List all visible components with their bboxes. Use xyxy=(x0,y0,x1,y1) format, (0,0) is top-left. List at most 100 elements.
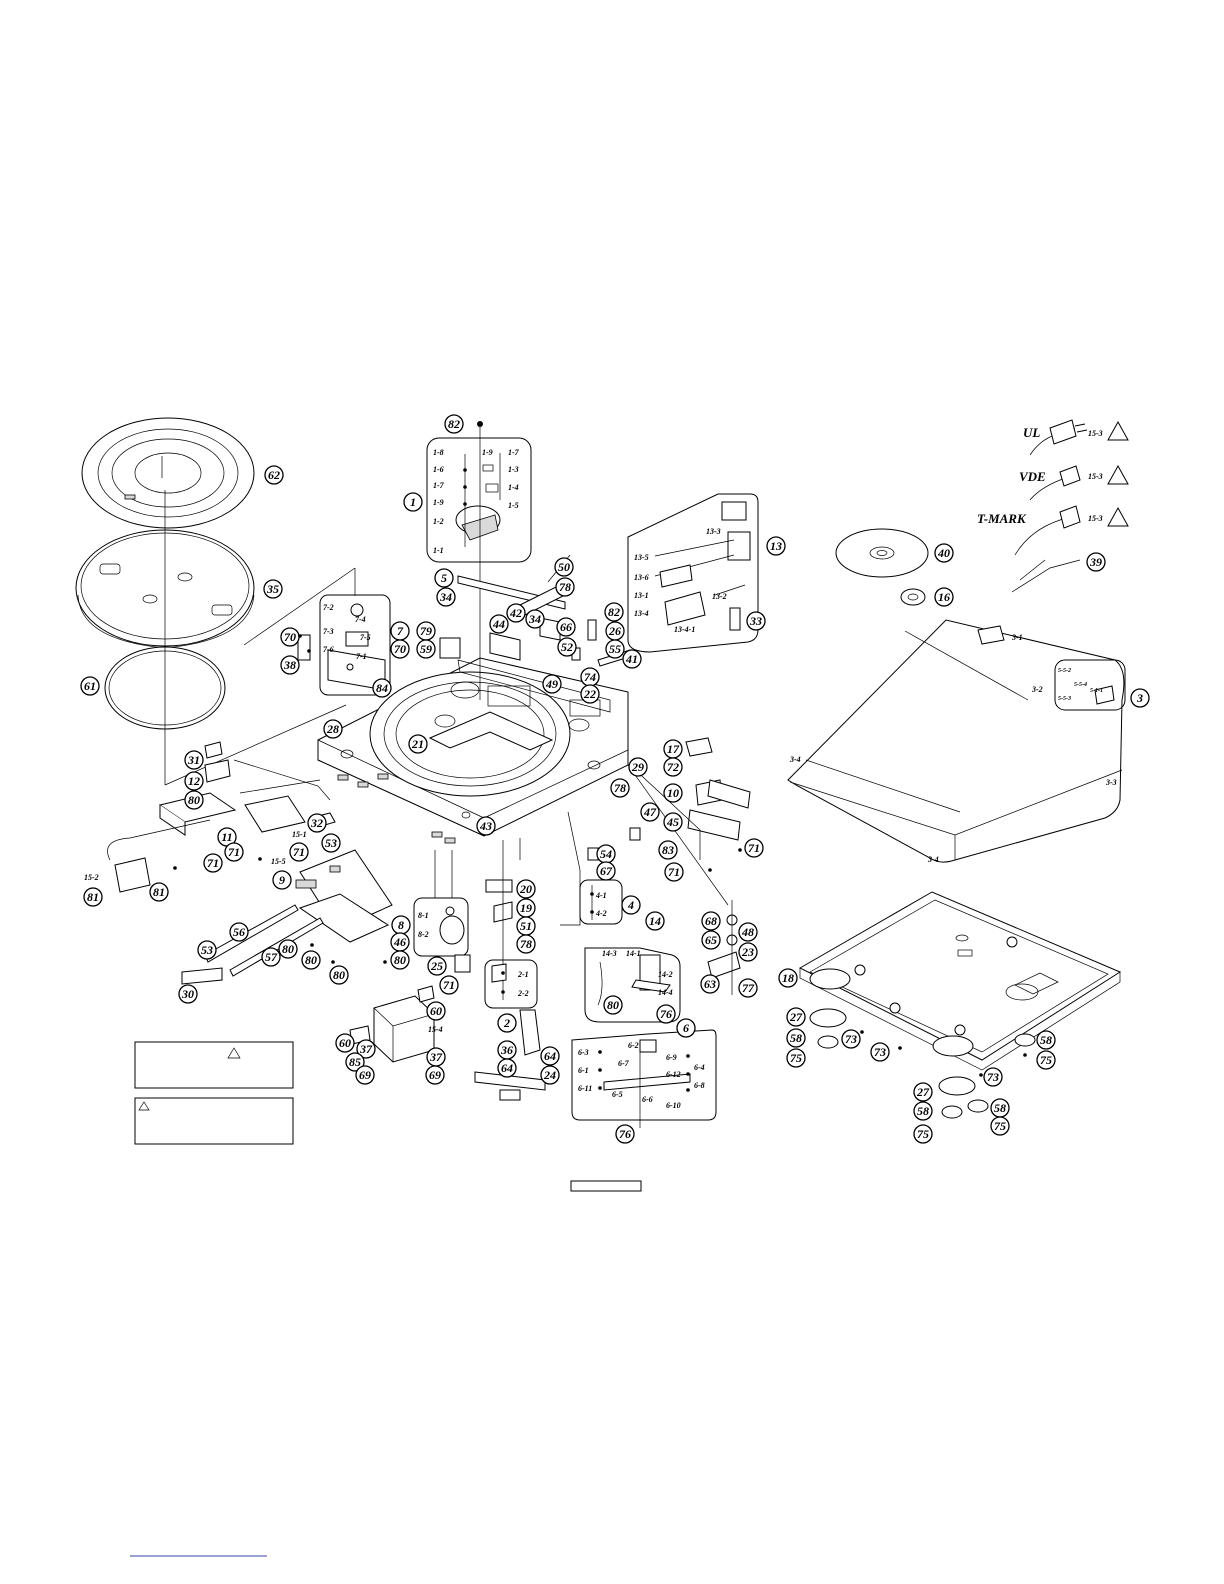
sub-label: 15-5 xyxy=(271,857,286,866)
svg-text:25: 25 xyxy=(430,959,443,973)
callout-61: 61 xyxy=(80,676,100,696)
svg-text:65: 65 xyxy=(705,933,717,947)
svg-text:81: 81 xyxy=(153,885,165,899)
callout-77: 77 xyxy=(738,978,758,998)
power-cords xyxy=(1011,419,1088,593)
sub-label: 15-4 xyxy=(428,1025,443,1034)
sub-label: 1-7 xyxy=(433,481,445,490)
callout-41: 41 xyxy=(622,649,642,669)
callout-44: 44 xyxy=(489,614,509,634)
svg-text:80: 80 xyxy=(394,953,406,967)
callout-16: 16 xyxy=(934,587,954,607)
callout-4: 4 xyxy=(621,895,641,915)
screws xyxy=(173,468,1027,1092)
svg-text:27: 27 xyxy=(916,1085,930,1099)
svg-text:76: 76 xyxy=(619,1127,631,1141)
feet xyxy=(809,1008,1036,1119)
svg-text:81: 81 xyxy=(87,890,99,904)
callout-76: 76 xyxy=(615,1124,635,1144)
svg-text:18: 18 xyxy=(782,971,794,985)
svg-text:12: 12 xyxy=(188,774,200,788)
svg-text:42: 42 xyxy=(509,606,522,620)
plug-ref-tmark: 15-3 xyxy=(1088,514,1103,523)
callout-20: 20 xyxy=(516,879,536,899)
callout-63: 63 xyxy=(700,974,720,994)
sub-label: 6-2 xyxy=(628,1041,639,1050)
callout-42: 42 xyxy=(506,603,526,623)
sub-label: 6-6 xyxy=(642,1095,653,1104)
callout-6: 6 xyxy=(676,1018,696,1038)
svg-text:83: 83 xyxy=(662,843,674,857)
sub-part-labels: 1-8 1-6 1-7 1-9 1-2 1-1 1-9 1-7 1-3 1-4 … xyxy=(84,448,1117,1110)
svg-text:10: 10 xyxy=(667,786,679,800)
callout-43: 43 xyxy=(476,816,496,836)
svg-text:48: 48 xyxy=(741,925,754,939)
sub-label: 7-1 xyxy=(356,652,367,661)
callout-22: 22 xyxy=(580,684,600,704)
svg-text:60: 60 xyxy=(430,1004,442,1018)
motor-group xyxy=(413,897,469,957)
svg-text:13: 13 xyxy=(770,539,782,553)
svg-text:37: 37 xyxy=(359,1042,373,1056)
svg-text:64: 64 xyxy=(544,1049,556,1063)
callout-54: 54 xyxy=(596,844,616,864)
sub-label: 13-6 xyxy=(634,573,649,582)
svg-text:56: 56 xyxy=(233,925,245,939)
svg-text:45: 45 xyxy=(666,815,679,829)
svg-text:3: 3 xyxy=(1136,691,1143,705)
callout-51: 51 xyxy=(516,916,536,936)
sub-label: 14-3 xyxy=(602,949,617,958)
sub-label: 13-1 xyxy=(634,591,649,600)
callout-40: 40 xyxy=(934,543,954,563)
slide-rods xyxy=(181,904,324,985)
callout-75: 75 xyxy=(1036,1050,1056,1070)
callout-58: 58 xyxy=(990,1098,1010,1118)
callout-64: 64 xyxy=(540,1046,560,1066)
callout-9: 9 xyxy=(272,870,292,890)
callout-82: 82 xyxy=(444,414,464,434)
svg-text:52: 52 xyxy=(561,640,573,654)
svg-text:63: 63 xyxy=(704,977,716,991)
svg-text:59: 59 xyxy=(420,642,432,656)
svg-text:58: 58 xyxy=(790,1031,802,1045)
callout-49: 49 xyxy=(542,674,562,694)
callout-10: 10 xyxy=(663,783,683,803)
callout-73: 73 xyxy=(983,1067,1003,1087)
svg-text:69: 69 xyxy=(359,1068,371,1082)
sub-label: 6-3 xyxy=(578,1048,589,1057)
plug-label-vde: VDE xyxy=(1019,469,1046,484)
callout-62: 62 xyxy=(264,465,284,485)
callout-7: 7 xyxy=(390,621,410,641)
sub-label: 1-8 xyxy=(433,448,444,457)
svg-text:85: 85 xyxy=(349,1055,361,1069)
svg-text:46: 46 xyxy=(393,935,406,949)
svg-text:41: 41 xyxy=(625,652,638,666)
callout-39: 39 xyxy=(1086,552,1106,572)
callout-80: 80 xyxy=(329,965,349,985)
sub-label: 6-8 xyxy=(694,1081,705,1090)
callout-80: 80 xyxy=(301,950,321,970)
callout-52: 52 xyxy=(557,637,577,657)
callout-84: 84 xyxy=(372,678,392,698)
svg-text:62: 62 xyxy=(268,468,280,482)
warning-box-lower xyxy=(134,1097,294,1145)
sub-label: 13-5 xyxy=(634,553,649,562)
callout-2: 2 xyxy=(497,1013,517,1033)
callout-37: 37 xyxy=(356,1039,376,1059)
callout-69: 69 xyxy=(355,1065,375,1085)
callout-75: 75 xyxy=(990,1116,1010,1136)
plug-label-tmark: T-MARK xyxy=(977,511,1027,526)
callout-81: 81 xyxy=(83,887,103,907)
svg-text:80: 80 xyxy=(188,793,200,807)
sub-label: 14-1 xyxy=(626,949,641,958)
svg-text:39: 39 xyxy=(1089,555,1102,569)
callout-24: 24 xyxy=(540,1065,560,1085)
sub-label: 5-1-1 xyxy=(1090,688,1103,694)
svg-text:38: 38 xyxy=(283,658,296,672)
sub-label: 3-1 xyxy=(1011,633,1023,642)
svg-text:73: 73 xyxy=(987,1070,999,1084)
sub-label: 2-1 xyxy=(517,970,529,979)
callout-21: 21 xyxy=(408,734,428,754)
sub-label: 3-4 xyxy=(927,855,939,864)
svg-text:58: 58 xyxy=(994,1101,1006,1115)
